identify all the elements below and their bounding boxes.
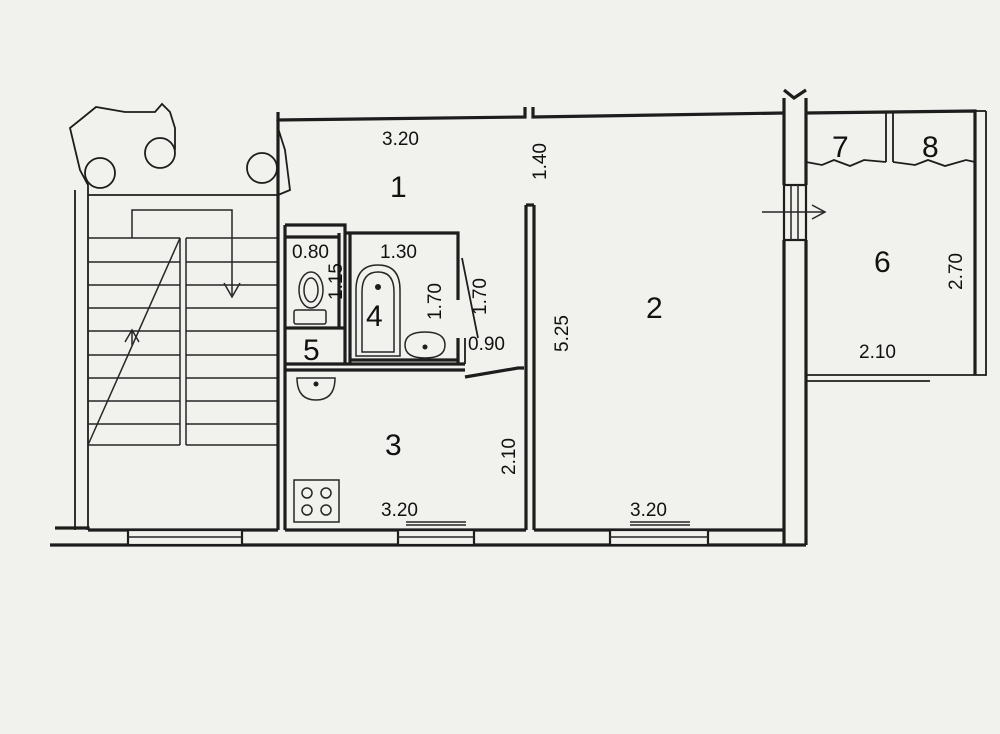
room-number-6: 6: [874, 246, 891, 279]
stairwell: [68, 102, 291, 530]
dim-wc-depth: 1.15: [326, 263, 347, 300]
room-number-1: 1: [390, 171, 407, 204]
room-number-8: 8: [922, 131, 939, 164]
bathtub-icon: [355, 264, 401, 357]
dim-room2-width: 3.20: [630, 500, 667, 521]
dim-wc-width: 0.80: [292, 242, 329, 263]
dim-bath-depth: 1.70: [425, 283, 446, 320]
room-number-4: 4: [366, 300, 383, 333]
stair-arrow-icon: [124, 209, 241, 345]
room-number-2: 2: [646, 292, 663, 325]
sink-icon: [296, 377, 336, 401]
dim-balcony-depth: 2.70: [946, 253, 967, 290]
dim-balcony-width: 2.10: [859, 342, 896, 363]
toilet-icon: [293, 271, 327, 325]
balcony-door-arrow-icon: [762, 204, 827, 220]
windows: [126, 521, 710, 547]
dim-hall-depth: 1.40: [530, 143, 551, 180]
stove-icon: [293, 479, 340, 523]
dim-corridor-depth: 1.70: [470, 278, 491, 315]
dim-kitchen-depth: 2.10: [499, 438, 520, 475]
balcony: [805, 109, 987, 382]
dim-kitchen-width: 3.20: [381, 500, 418, 521]
sink-icon: [404, 331, 446, 359]
interior-walls: [276, 195, 784, 532]
room-number-3: 3: [385, 429, 402, 462]
dim-corridor-width: 0.90: [468, 334, 505, 355]
dim-hall-width: 3.20: [382, 129, 419, 150]
dim-bath-width: 1.30: [380, 242, 417, 263]
stair-flight-left: [87, 237, 181, 446]
room-number-7: 7: [832, 131, 849, 164]
room-number-5: 5: [303, 334, 320, 367]
dim-room2-depth: 5.25: [552, 315, 573, 352]
